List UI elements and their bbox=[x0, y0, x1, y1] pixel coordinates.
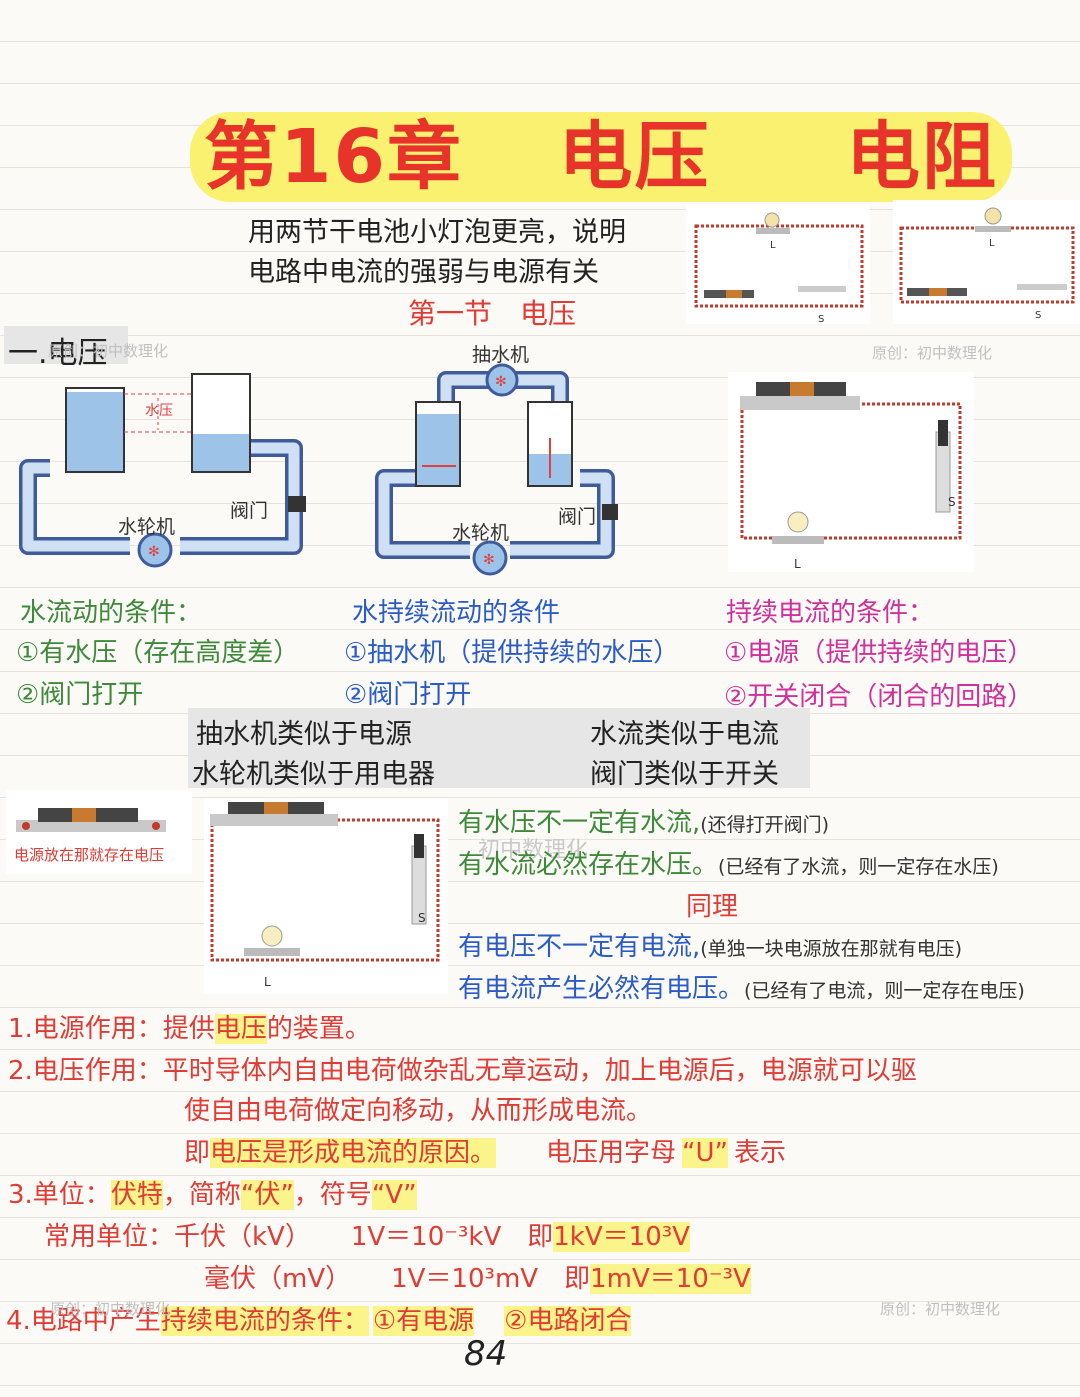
page-title: 第16章 电压 电阻 bbox=[190, 112, 1013, 202]
circuit-photo-3: L S bbox=[728, 372, 974, 572]
analogy-2: 水轮机类似于用电器 bbox=[192, 759, 435, 790]
switch-label: S bbox=[1035, 310, 1041, 321]
part-heading-bg bbox=[4, 326, 128, 364]
analogy-3: 水流类似于电流 bbox=[590, 719, 779, 750]
lamp-label: L bbox=[264, 975, 271, 989]
lamp-label: L bbox=[770, 240, 776, 251]
part-heading: 一.电压 bbox=[8, 336, 108, 371]
lamp-label: L bbox=[794, 557, 801, 571]
cond-continuous-title: 水持续流动的条件 bbox=[352, 598, 561, 628]
page-number: 84 bbox=[464, 1334, 508, 1374]
circuit-photo-4: L S bbox=[204, 798, 448, 994]
turbine-icon bbox=[472, 540, 508, 576]
point-1: 1.电源作用：提供电压的装置。 bbox=[8, 1014, 371, 1044]
title-voltage: 电压 bbox=[558, 114, 711, 200]
watermark: 原创：初中数理化 bbox=[880, 1300, 1001, 1318]
title-chapter: 第16章 bbox=[204, 114, 463, 200]
watermark: 原创：初中数理化 bbox=[48, 342, 169, 360]
pressure-label: 水压 bbox=[145, 403, 173, 419]
cond-water-item1: ①有水压（存在高度差） bbox=[16, 638, 300, 668]
cond-continuous-item1: ①抽水机（提供持续的水压） bbox=[344, 638, 680, 668]
pump-label: 抽水机 bbox=[472, 344, 530, 366]
cond-current-item2: ②开关闭合（闭合的回路） bbox=[724, 682, 1034, 712]
statement-4: 有电流产生必然有电压。(已经有了电流，则一定存在电压) bbox=[458, 974, 1025, 1004]
lamp-label: L bbox=[989, 238, 995, 249]
cond-current-item1: ①电源（提供持续的电压） bbox=[724, 638, 1034, 668]
turbine-icon bbox=[137, 532, 173, 568]
battery-note: 电源放在那就存在电压 bbox=[14, 846, 165, 864]
cond-water-title: 水流动的条件： bbox=[20, 598, 203, 628]
point-2-line2: 使自由电荷做定向移动，从而形成电流。 bbox=[184, 1096, 653, 1126]
statement-1: 有水压不一定有水流,(还得打开阀门) bbox=[458, 808, 830, 838]
svg-text:✻: ✻ bbox=[495, 374, 507, 390]
watermark: 初中数理化 bbox=[478, 838, 589, 863]
water-analogy-diagram-1: ✻ bbox=[10, 368, 310, 578]
switch-label: S bbox=[948, 495, 956, 509]
cond-current-title: 持续电流的条件： bbox=[726, 598, 935, 628]
switch-label: S bbox=[818, 314, 824, 324]
section-heading: 第一节 电压 bbox=[408, 297, 577, 330]
statement-3: 有电压不一定有电流,(单独一块电源放在那就有电压) bbox=[458, 932, 963, 962]
turbine-label: 水轮机 bbox=[118, 516, 176, 538]
water-analogy-diagram-2: ✻ ✻ bbox=[370, 338, 650, 582]
pump-icon bbox=[485, 363, 519, 397]
cond-water-item2: ②阀门打开 bbox=[16, 680, 144, 710]
intro-line2: 电路中电流的强弱与电源有关 bbox=[248, 257, 599, 288]
analogy-4: 阀门类似于开关 bbox=[590, 759, 779, 790]
title-resistance: 电阻 bbox=[846, 114, 999, 200]
circuit-photo-1: L S bbox=[686, 204, 870, 325]
valve-label: 阀门 bbox=[230, 500, 269, 522]
svg-text:✻: ✻ bbox=[148, 544, 160, 560]
turbine-label: 水轮机 bbox=[452, 522, 510, 544]
point-2-line3: 即电压是形成电流的原因。电压用字母“U”表示 bbox=[184, 1138, 787, 1168]
analogy-1: 抽水机类似于电源 bbox=[196, 719, 412, 750]
battery-photo bbox=[6, 790, 192, 874]
switch-label: S bbox=[418, 911, 426, 925]
cond-continuous-item2: ②阀门打开 bbox=[344, 680, 472, 710]
watermark: 原创：初中数理化 bbox=[50, 1300, 171, 1318]
analogy-box bbox=[188, 708, 810, 788]
circuit-photo-2: L S bbox=[893, 200, 1080, 324]
valve-label: 阀门 bbox=[558, 506, 597, 528]
point-2-line1: 2.电压作用：平时导体内自由电荷做杂乱无章运动，加上电源后，电源就可以驱 bbox=[8, 1056, 917, 1086]
valve-icon bbox=[602, 504, 618, 520]
intro-line1: 用两节干电池小灯泡更亮，说明 bbox=[248, 217, 626, 248]
statement-same: 同理 bbox=[686, 892, 739, 922]
point-3: 3.单位：伏特，简称“伏”，符号“V” bbox=[8, 1180, 417, 1210]
svg-text:✻: ✻ bbox=[483, 552, 495, 568]
valve-icon bbox=[288, 496, 306, 512]
statement-2: 有水流必然存在水压。(已经有了水流，则一定存在水压) bbox=[458, 850, 999, 880]
watermark: 原创：初中数理化 bbox=[872, 344, 993, 362]
